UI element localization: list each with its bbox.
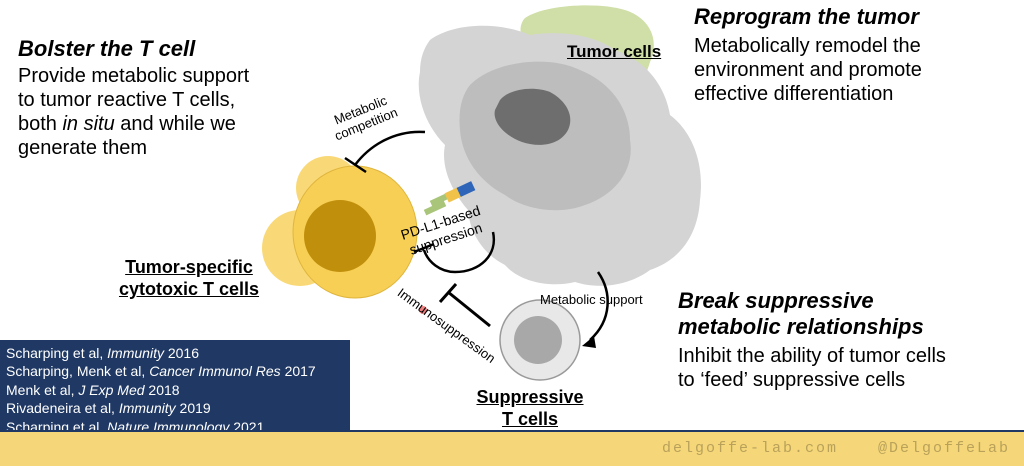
tcell-label-line-1: Tumor-specific xyxy=(125,257,253,277)
break-line-1: Inhibit the ability of tumor cells xyxy=(678,345,946,367)
reference-item: Menk et al, J Exp Med 2018 xyxy=(6,381,350,399)
bolster-line-3: both in situ and while we xyxy=(18,112,249,136)
bolster-title: Bolster the T cell xyxy=(18,36,196,61)
metabolic-competition-inhibition-icon xyxy=(344,130,426,174)
red-marker-icon xyxy=(419,306,427,314)
reprogram-line-1: Metabolically remodel the xyxy=(694,35,921,57)
reference-journal: J Exp Med xyxy=(78,381,145,398)
reprogram-title: Reprogram the tumor xyxy=(694,4,919,29)
reference-authors: Scharping et al, xyxy=(6,345,108,361)
pd1-receptor-icon xyxy=(423,181,476,216)
reprogram-line-3: effective differentiation xyxy=(694,83,894,105)
reprogram-text: Metabolically remodel the environment an… xyxy=(694,34,922,106)
tcell-label: Tumor-specific cytotoxic T cells xyxy=(100,256,278,300)
suppressive-label-line-1: Suppressive xyxy=(476,387,584,407)
reference-authors: Menk et al, xyxy=(6,381,79,398)
tcell-nucleus xyxy=(304,200,376,272)
reference-item: Scharping, Menk et al, Cancer Immunol Re… xyxy=(6,362,350,380)
bolster-line-2: to tumor reactive T cells, xyxy=(18,89,236,111)
footer-bar xyxy=(0,432,1024,466)
pdl1-suppression-inhibition-icon xyxy=(413,231,496,274)
reference-item: Scharping et al, Immunity 2016 xyxy=(6,344,350,362)
reference-year: 2018 xyxy=(144,381,180,398)
suppressive-tcell-label: Suppressive T cells xyxy=(466,386,594,430)
bolster-line-3-post: and while we xyxy=(114,113,236,135)
reprogram-line-2: environment and promote xyxy=(694,59,922,81)
break-title-line-2: metabolic relationships xyxy=(678,314,924,339)
footer-divider xyxy=(0,430,1024,433)
reference-year: 2017 xyxy=(280,363,316,380)
reference-year: 2016 xyxy=(163,345,200,361)
tcell-label-line-2: cytotoxic T cells xyxy=(118,279,260,299)
immunosuppression-inhibition-icon xyxy=(438,283,491,328)
reference-authors: Scharping, Menk et al, xyxy=(6,363,150,380)
suppressive-tcell-nucleus xyxy=(514,316,562,364)
tumor-cells-label: Tumor cells xyxy=(567,42,662,61)
reference-journal: Immunity xyxy=(118,400,176,417)
footer-website-link[interactable]: delgoffe-lab.com xyxy=(662,440,839,457)
reference-item: Rivadeneira et al, Immunity 2019 xyxy=(6,399,350,417)
break-title-line-1: Break suppressive xyxy=(678,288,874,313)
bolster-line-3-italic: in situ xyxy=(62,113,115,135)
tumor-cell-nucleus xyxy=(494,88,571,145)
reference-authors: Rivadeneira et al, xyxy=(6,400,119,417)
suppressive-label-line-2: T cells xyxy=(501,409,559,429)
bolster-line-4: generate them xyxy=(18,137,147,159)
bolster-text: Provide metabolic support to tumor react… xyxy=(18,64,249,160)
metabolic-support-arrowhead-icon xyxy=(582,336,596,348)
bolster-line-1: Provide metabolic support xyxy=(18,65,250,87)
break-title: Break suppressive metabolic relationship… xyxy=(678,288,924,340)
metabolic-support-arrow-icon xyxy=(589,271,609,341)
metabolic-support-label: Metabolic support xyxy=(540,292,643,307)
bolster-line-3-pre: both xyxy=(18,113,63,135)
footer-handle: @DelgoffeLab xyxy=(878,440,1011,457)
reference-year: 2019 xyxy=(175,400,211,417)
break-text: Inhibit the ability of tumor cells to ‘f… xyxy=(678,344,946,392)
reference-journal: Cancer Immunol Res xyxy=(149,363,281,380)
reference-journal: Immunity xyxy=(107,345,164,361)
break-line-2: to ‘feed’ suppressive cells xyxy=(678,369,906,391)
